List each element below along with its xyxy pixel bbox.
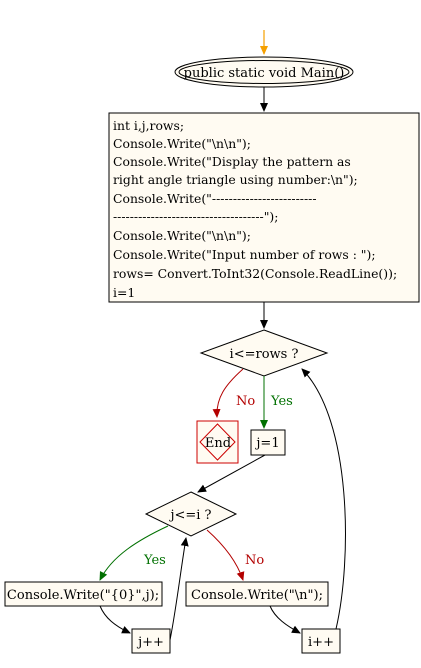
init-line-3: right angle triangle using number:\n"); [113,172,358,187]
i-inc-node: i++ [301,628,341,654]
init-line-2: Console.Write("Display the pattern as [113,154,351,169]
decision-inner-yes-label: Yes [143,553,166,568]
decision-outer-yes-label: Yes [270,394,293,409]
edge-outer-no [212,368,244,418]
print-j-node: Console.Write("{0}",j); [4,581,163,607]
edge-printj-to-jinc [99,605,131,634]
decision-outer: i<=rows ? [199,329,329,377]
edge-iinc-back-to-outer [301,368,346,630]
decision-inner-no-label: No [245,553,264,568]
print-newline-label: Console.Write("\n"); [191,588,323,603]
init-line-7: Console.Write("Input number of rows : ")… [113,247,376,262]
j-inc-node: j++ [131,628,171,654]
edge-jinc-back-to-inner [169,537,189,641]
edge-jinit-to-inner-decision [197,454,266,493]
print-j-label: Console.Write("{0}",j); [7,588,159,603]
edge-inner-no [206,529,245,581]
init-line-8: rows= Convert.ToInt32(Console.ReadLine()… [113,266,397,281]
decision-outer-label: i<=rows ? [230,347,299,362]
end-node: End [196,420,239,464]
init-line-4: Console.Write("------------------------- [113,191,317,206]
init-line-6: Console.Write("\n\n"); [113,228,251,243]
init-block: int i,j,rows; Console.Write("\n\n"); Con… [108,112,420,303]
init-line-0: int i,j,rows; [113,118,184,133]
decision-outer-no-label: No [236,394,255,409]
decision-inner: j<=i ? [144,491,238,537]
j-init-node: j=1 [250,429,286,456]
j-inc-label: j++ [136,635,164,650]
end-label: End [205,436,231,451]
print-newline-node: Console.Write("\n"); [185,581,329,607]
j-init-label: j=1 [254,436,279,451]
i-inc-label: i++ [308,635,334,650]
start-label: public static void Main() [184,66,345,81]
decision-inner-label: j<=i ? [168,508,211,523]
start-node: public static void Main() [174,56,354,88]
edge-printnl-to-iinc [269,605,301,634]
init-line-9: i=1 [113,285,135,300]
init-line-5: ------------------------------------"); [113,209,278,224]
edge-inner-yes [99,525,169,581]
init-line-1: Console.Write("\n\n"); [113,136,251,151]
